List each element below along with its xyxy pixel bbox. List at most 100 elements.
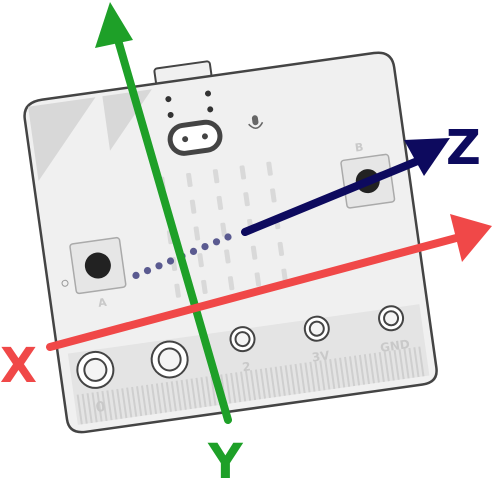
logo-eye bbox=[182, 136, 189, 143]
y-axis-label: Y bbox=[207, 434, 244, 481]
edge-stripe bbox=[111, 389, 118, 420]
edge-stripe bbox=[274, 366, 281, 397]
edge-stripe bbox=[403, 348, 410, 379]
x-axis-arrowhead bbox=[450, 214, 492, 262]
led bbox=[193, 226, 201, 241]
led bbox=[220, 222, 227, 237]
edge-stripe bbox=[230, 372, 237, 403]
edge-stripe bbox=[264, 368, 271, 399]
edge-stripe bbox=[319, 360, 326, 391]
mic-hole bbox=[207, 106, 214, 113]
edge-stripe bbox=[126, 387, 133, 418]
edge-stripe bbox=[259, 368, 267, 399]
edge-stripe bbox=[398, 349, 405, 380]
led bbox=[174, 283, 181, 298]
edge-stripe bbox=[76, 394, 83, 425]
pin-label: 3V bbox=[311, 348, 331, 364]
edge-stripe bbox=[408, 347, 415, 378]
pin-label: 2 bbox=[241, 359, 251, 374]
edge-stripe bbox=[170, 381, 177, 412]
x-axis-label: X bbox=[0, 338, 37, 394]
edge-stripe bbox=[289, 364, 296, 395]
z-axis-dot bbox=[224, 233, 232, 241]
z-axis-dot bbox=[166, 257, 175, 265]
edge-stripe bbox=[279, 365, 286, 396]
edge-stripe bbox=[91, 392, 98, 423]
led bbox=[224, 249, 231, 264]
edge-stripe bbox=[225, 373, 232, 404]
edge-stripe bbox=[393, 349, 400, 380]
edge-stripe bbox=[284, 365, 291, 396]
led bbox=[197, 253, 204, 268]
edge-pin[interactable] bbox=[75, 350, 116, 391]
edge-stripe bbox=[244, 370, 252, 401]
z-axis-dot bbox=[212, 238, 221, 246]
edge-stripe bbox=[165, 381, 172, 412]
edge-stripe bbox=[150, 384, 158, 415]
edge-stripe bbox=[378, 352, 385, 383]
edge-stripe bbox=[358, 354, 366, 385]
edge-stripe bbox=[81, 393, 88, 424]
z-axis bbox=[241, 138, 450, 236]
edge-stripe bbox=[363, 354, 370, 385]
led bbox=[189, 199, 197, 214]
edge-pin[interactable] bbox=[303, 315, 330, 342]
edge-stripe bbox=[180, 379, 187, 410]
edge-stripe bbox=[413, 347, 420, 378]
edge-stripe bbox=[314, 361, 321, 392]
edge-stripe bbox=[249, 370, 257, 401]
edge-stripe bbox=[155, 383, 163, 414]
microphone-icon bbox=[248, 115, 264, 129]
z-axis-arrowhead bbox=[404, 138, 450, 176]
edge-stripe bbox=[353, 355, 361, 386]
edge-stripe bbox=[106, 390, 113, 421]
led bbox=[243, 192, 250, 207]
edge-stripe bbox=[324, 359, 331, 390]
z-axis-label: Z bbox=[446, 120, 481, 176]
led bbox=[281, 268, 288, 283]
edge-stripe bbox=[200, 377, 207, 408]
mic-hole bbox=[167, 111, 174, 118]
edge-stripe bbox=[86, 393, 93, 424]
logo-eye bbox=[201, 133, 208, 140]
edge-stripe bbox=[373, 352, 380, 383]
edge-stripe bbox=[269, 367, 276, 398]
led bbox=[227, 276, 235, 291]
edge-stripe bbox=[329, 358, 336, 389]
z-axis-dot bbox=[143, 267, 152, 275]
edge-pin[interactable] bbox=[149, 339, 190, 380]
edge-pin[interactable] bbox=[378, 305, 405, 332]
led bbox=[270, 188, 277, 203]
led bbox=[266, 161, 273, 176]
edge-connector-stripes bbox=[76, 346, 425, 425]
y-axis bbox=[95, 2, 232, 424]
button-a-label: A bbox=[97, 296, 108, 310]
edge-stripe bbox=[131, 386, 138, 417]
led bbox=[250, 245, 258, 260]
edge-pin[interactable] bbox=[229, 326, 256, 353]
button-a[interactable] bbox=[69, 236, 127, 295]
pin-label: 0 bbox=[95, 399, 107, 416]
edge-stripe bbox=[254, 369, 262, 400]
edge-stripe bbox=[195, 377, 202, 408]
edge-stripe bbox=[348, 356, 356, 387]
edge-stripe bbox=[121, 388, 128, 419]
edge-stripe bbox=[185, 379, 192, 410]
edge-stripe bbox=[368, 353, 375, 384]
mic-hole bbox=[165, 96, 172, 103]
led bbox=[201, 279, 208, 295]
z-axis-dot bbox=[155, 262, 163, 270]
edge-stripe bbox=[299, 363, 306, 394]
corner-decoration-left bbox=[28, 97, 96, 181]
edge-stripe bbox=[344, 356, 351, 387]
edge-stripe bbox=[190, 378, 197, 409]
edge-stripe bbox=[96, 391, 103, 422]
edge-stripe bbox=[141, 385, 148, 416]
edge-stripe bbox=[388, 350, 395, 381]
edge-stripe bbox=[116, 388, 123, 419]
y-axis-arrowhead bbox=[95, 2, 133, 48]
touch-logo bbox=[167, 119, 223, 156]
